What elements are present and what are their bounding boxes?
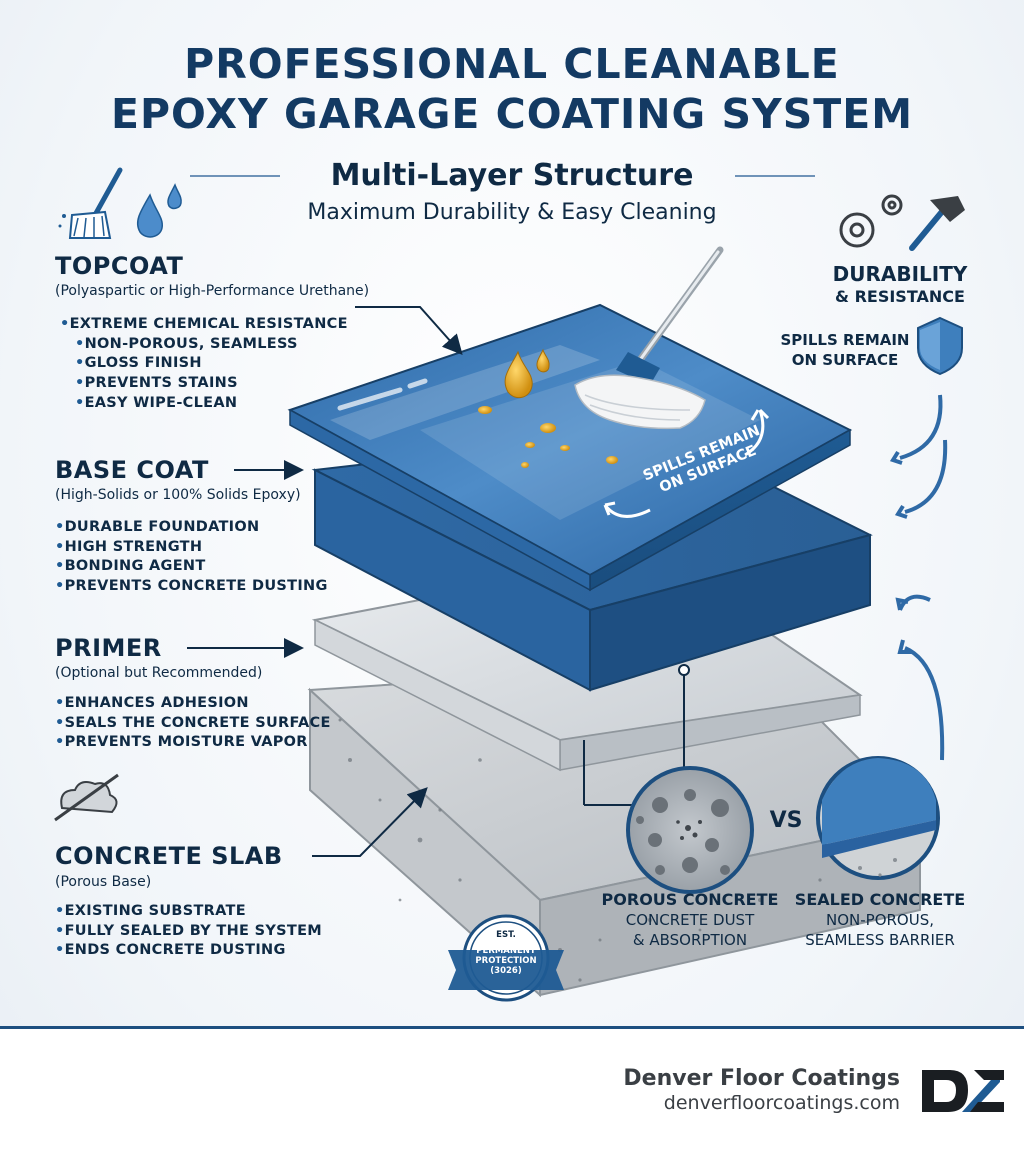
- topcoat-bullet: EXTREME CHEMICAL RESISTANCE: [60, 315, 348, 335]
- slab-bullet: FULLY SEALED BY THE SYSTEM: [55, 922, 322, 942]
- badge-line-1: EST.: [496, 930, 516, 940]
- slab-bullets: EXISTING SUBSTRATE FULLY SEALED BY THE S…: [55, 902, 322, 961]
- spills-label: SPILLS REMAIN ON SURFACE: [770, 330, 920, 370]
- sealed-title: SEALED CONCRETE: [794, 890, 966, 909]
- topcoat-heading: TOPCOAT: [55, 252, 184, 280]
- primer-bullet: PREVENTS MOISTURE VAPOR: [55, 733, 331, 753]
- spills-line-1: SPILLS REMAIN: [780, 331, 910, 349]
- water-drop-icon: [136, 183, 182, 238]
- right-flow-arrows: [889, 394, 948, 761]
- badge-line-2: PERMANENT: [476, 946, 536, 956]
- spills-line-2: ON SURFACE: [791, 351, 899, 369]
- slab-bullet: EXISTING SUBSTRATE: [55, 902, 322, 922]
- surface-arrows: [603, 408, 770, 518]
- hammer-icon: [909, 196, 965, 251]
- no-dust-icon: [54, 773, 119, 822]
- mop-illustration: [574, 246, 724, 430]
- vs-label: VS: [769, 808, 803, 833]
- sealed-caption: SEALED CONCRETE NON-POROUS, SEAMLESS BAR…: [790, 890, 970, 950]
- badge-line-4: (3026): [490, 966, 522, 976]
- badge-text: EST. PERMANENT PROTECTION (3026): [456, 930, 556, 976]
- topcoat-bullet: GLOSS FINISH: [60, 354, 348, 374]
- primer-bullets: ENHANCES ADHESION SEALS THE CONCRETE SUR…: [55, 694, 331, 753]
- pointer-arrows: [187, 306, 463, 857]
- basecoat-note: (High-Solids or 100% Solids Epoxy): [55, 487, 301, 503]
- porous-line-2: & ABSORPTION: [632, 931, 748, 949]
- sealed-concrete-circle: [816, 756, 940, 880]
- broom-icon: [58, 167, 123, 239]
- basecoat-bullet: HIGH STRENGTH: [55, 538, 328, 558]
- slab-note: (Porous Base): [55, 874, 152, 890]
- tagline: Maximum Durability & Easy Cleaning: [307, 200, 717, 225]
- shield-icon: [917, 316, 963, 376]
- porous-caption: POROUS CONCRETE CONCRETE DUST & ABSORPTI…: [590, 890, 790, 950]
- gear-icon: [839, 194, 903, 248]
- primer-bullet: ENHANCES ADHESION: [55, 694, 331, 714]
- subtitle: Multi-Layer Structure: [330, 158, 694, 193]
- title-line-2: EPOXY GARAGE COATING SYSTEM: [110, 90, 914, 138]
- topcoat-bullet: NON-POROUS, SEAMLESS: [60, 335, 348, 355]
- title-line-1: PROFESSIONAL CLEANABLE: [184, 40, 840, 88]
- slab-bullet: ENDS CONCRETE DUSTING: [55, 941, 322, 961]
- durability-subheading: & RESISTANCE: [835, 287, 965, 306]
- sealed-line-2: SEAMLESS BARRIER: [805, 931, 955, 949]
- porous-title: POROUS CONCRETE: [601, 890, 779, 909]
- porous-concrete-circle: [626, 766, 754, 894]
- protection-badge: [448, 914, 564, 1002]
- sealed-line-1: NON-POROUS,: [825, 911, 934, 929]
- badge-line-3: PROTECTION: [475, 956, 537, 966]
- footer: [0, 1026, 1024, 1154]
- primer-note: (Optional but Recommended): [55, 665, 263, 681]
- primer-heading: PRIMER: [55, 634, 162, 662]
- basecoat-bullet: DURABLE FOUNDATION: [55, 518, 328, 538]
- brand-name: Denver Floor Coatings: [623, 1066, 900, 1091]
- topcoat-bullets: EXTREME CHEMICAL RESISTANCE NON-POROUS, …: [60, 315, 348, 414]
- primer-bullet: SEALS THE CONCRETE SURFACE: [55, 714, 331, 734]
- topcoat-note: (Polyaspartic or High-Performance Uretha…: [55, 283, 370, 299]
- basecoat-bullets: DURABLE FOUNDATION HIGH STRENGTH BONDING…: [55, 518, 328, 597]
- topcoat-bullet: PREVENTS STAINS: [60, 374, 348, 394]
- porous-line-1: CONCRETE DUST: [625, 911, 755, 929]
- basecoat-heading: BASE COAT: [55, 456, 209, 484]
- basecoat-bullet: BONDING AGENT: [55, 557, 328, 577]
- topcoat-bullet: EASY WIPE-CLEAN: [60, 394, 348, 414]
- topcoat-layer: [287, 303, 853, 592]
- basecoat-bullet: PREVENTS CONCRETE DUSTING: [55, 577, 328, 597]
- durability-heading: DURABILITY: [832, 262, 968, 286]
- slab-heading: CONCRETE SLAB: [55, 842, 283, 870]
- spill-droplets: [478, 348, 618, 468]
- brand-url: denverfloorcoatings.com: [663, 1092, 900, 1114]
